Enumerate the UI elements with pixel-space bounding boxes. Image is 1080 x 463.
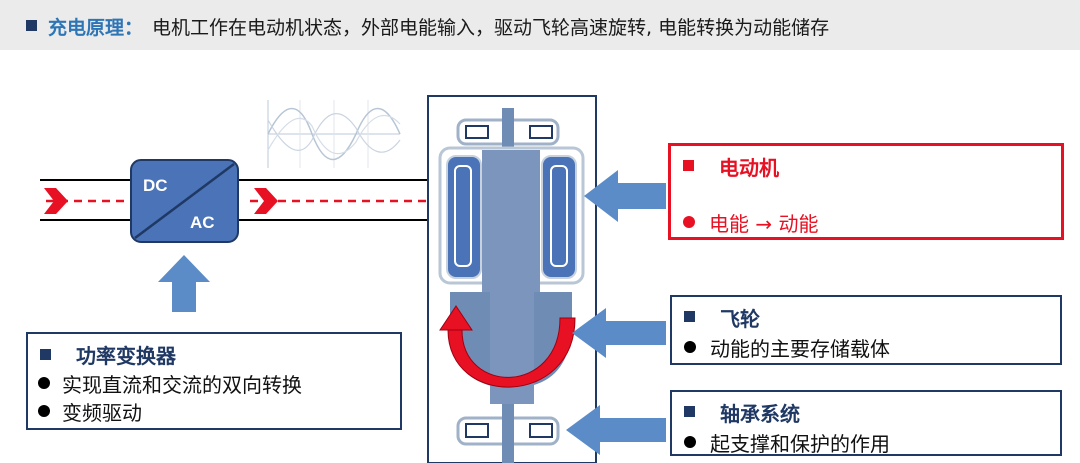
shaft-bottom xyxy=(502,404,514,463)
power-converter-box: 功率变换器 实现直流和交流的双向转换 变频驱动 xyxy=(26,332,402,430)
motor-title: 电动机 xyxy=(719,156,779,180)
motor-dot-icon xyxy=(683,216,695,228)
arrow-to-flywheel-icon xyxy=(572,308,666,358)
flywheel-box: 飞轮 动能的主要存储载体 xyxy=(670,295,1062,365)
motor-rotor xyxy=(482,150,540,298)
bearing-title: 轴承系统 xyxy=(720,402,800,426)
header-text: 电机工作在电动机状态，外部电能输入，驱动飞轮高速旋转, 电能转换为动能储存 xyxy=(152,17,830,39)
energy-arrow-right-icon xyxy=(254,188,278,214)
bearing-box: 轴承系统 起支撑和保护的作用 xyxy=(670,390,1062,456)
converter-dc-label: DC xyxy=(143,176,168,195)
header-bullet-icon xyxy=(26,20,37,31)
sine-wave-icon xyxy=(267,100,401,168)
header-bar: 充电原理： 电机工作在电动机状态，外部电能输入，驱动飞轮高速旋转, 电能转换为动… xyxy=(0,0,1080,50)
power-converter-dot-icon-1 xyxy=(38,377,50,389)
motor-bullet-icon xyxy=(683,160,694,171)
shaft-top xyxy=(502,108,514,152)
converter-divider xyxy=(134,162,235,240)
up-arrow-icon xyxy=(158,255,210,312)
header-title: 充电原理： xyxy=(48,17,144,39)
bearing-item: 起支撑和保护的作用 xyxy=(710,432,890,456)
energy-arrow-left-icon xyxy=(44,188,68,214)
arrow-to-bearing-icon xyxy=(566,405,666,455)
power-converter-item-1: 实现直流和交流的双向转换 xyxy=(62,373,302,397)
converter-ac-label: AC xyxy=(190,213,215,232)
stator-right xyxy=(541,155,577,279)
motor-item: 电能 → 动能 xyxy=(709,212,819,236)
motor-box: 电动机 电能 → 动能 xyxy=(668,143,1064,240)
power-converter-bullet-icon xyxy=(40,349,51,360)
bearing-bullet-icon xyxy=(684,406,695,417)
power-converter-item-2: 变频驱动 xyxy=(62,401,142,425)
rotation-arrow-icon xyxy=(447,317,576,388)
flywheel-item: 动能的主要存储载体 xyxy=(710,337,890,361)
flywheel-dot-icon xyxy=(684,341,696,353)
power-converter-dot-icon-2 xyxy=(38,405,50,417)
flywheel-title: 飞轮 xyxy=(720,307,760,331)
stator-left xyxy=(446,155,482,279)
power-converter-title: 功率变换器 xyxy=(76,344,176,368)
arrow-to-motor-icon xyxy=(584,170,666,222)
bearing-dot-icon xyxy=(684,436,696,448)
flywheel-bullet-icon xyxy=(684,311,695,322)
